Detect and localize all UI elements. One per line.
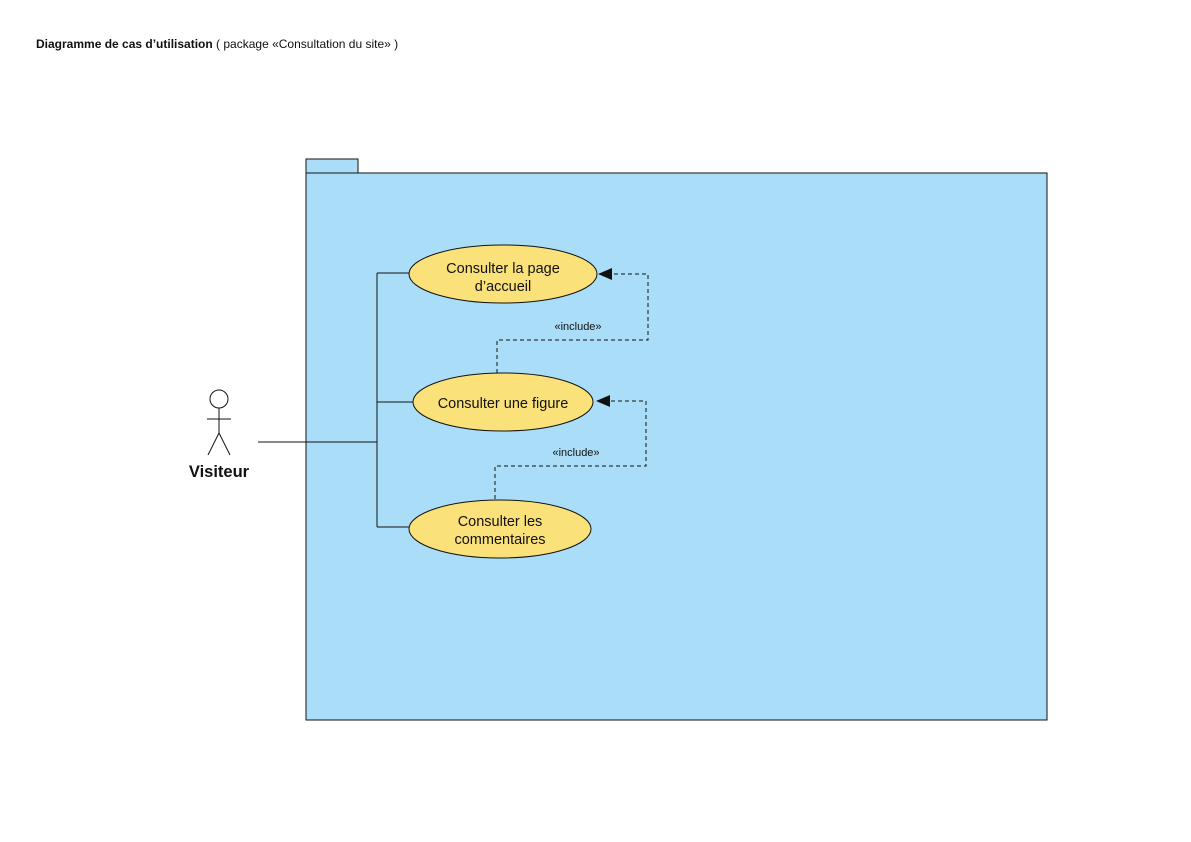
include-label-2: «include» [552,447,599,459]
use-case-label-line1: Consulter une figure [438,396,569,412]
include-arrow-1 [496,268,649,373]
use-case-label-line2: d’accueil [475,279,531,295]
use-case-ellipse [408,499,592,559]
use-case-figure[interactable]: Consulter une figure [412,372,594,432]
use-case-ellipse [408,244,598,304]
diagram-title-package: ( package «Consultation du site» ) [212,37,399,51]
use-case-label-line1: Consulter les [458,514,543,530]
include-arrow-2 [494,395,647,499]
page-title: Diagramme de cas d’utilisation ( package… [36,37,398,51]
use-case-label-line2: commentaires [454,532,545,548]
use-case-comments[interactable]: Consulter les commentaires [408,499,592,559]
association-lines [258,272,413,528]
actor-label: Visiteur [189,463,250,481]
use-case-label-line1: Consulter la page [446,261,560,277]
include-label-1: «include» [554,321,601,333]
package-body [305,172,1048,721]
package-tab [305,158,359,174]
use-case-home[interactable]: Consulter la page d’accueil [408,244,598,304]
actor-figure-icon [207,389,231,456]
use-case-ellipse [412,372,594,432]
diagram-title-bold: Diagramme de cas d’utilisation [36,37,213,51]
